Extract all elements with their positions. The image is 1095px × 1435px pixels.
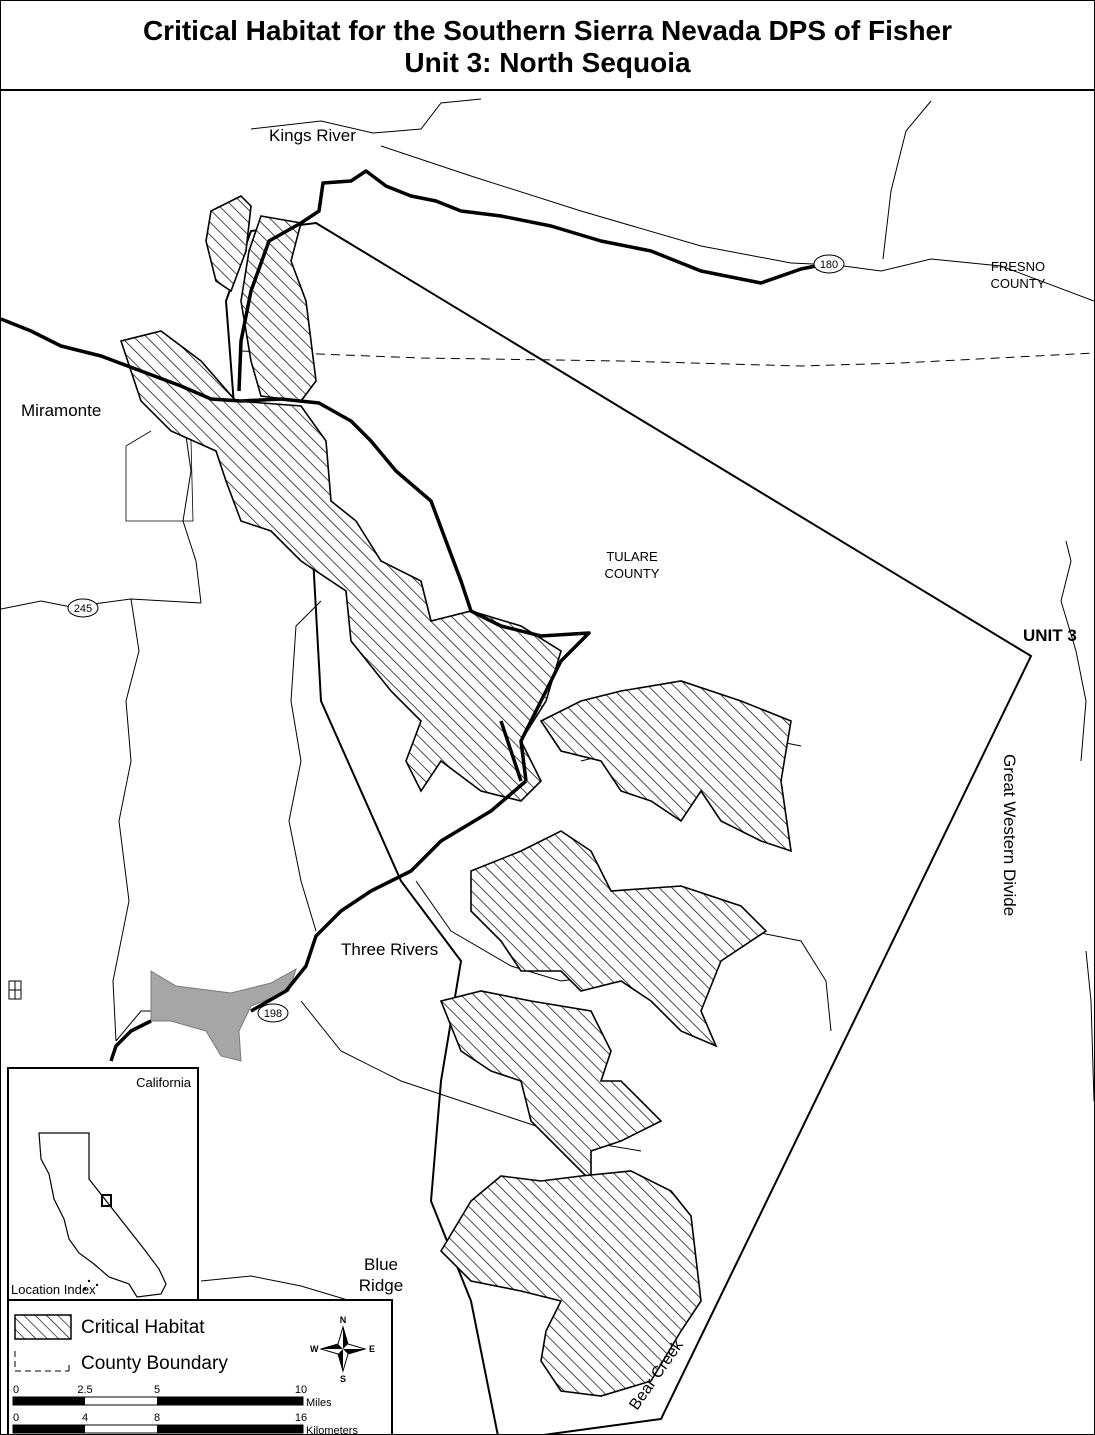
svg-text:Kilometers: Kilometers	[306, 1425, 358, 1435]
dashed-line-icon	[14, 1351, 70, 1372]
svg-text:245: 245	[74, 603, 92, 615]
svg-text:198: 198	[264, 1008, 282, 1020]
svg-text:Miles: Miles	[306, 1397, 332, 1409]
label-blue-ridge-2: Ridge	[359, 1276, 403, 1295]
svg-text:5: 5	[154, 1384, 160, 1396]
highway-shield-198: 198	[257, 1003, 289, 1023]
highway-shield-180: 180	[813, 254, 845, 274]
svg-text:N: N	[340, 1315, 347, 1325]
map-title: Critical Habitat for the Southern Sierra…	[142, 15, 953, 46]
svg-text:10: 10	[295, 1384, 307, 1396]
label-tulare-county-2: COUNTY	[605, 566, 660, 581]
label-blue-ridge-1: Blue	[364, 1255, 398, 1274]
inset-caption: Location Index	[11, 1282, 96, 1297]
label-unit-3: UNIT 3	[1023, 626, 1077, 645]
highway-shield-245: 245	[67, 598, 99, 618]
label-kings-river: Kings River	[269, 126, 356, 145]
thick-rivers	[1, 169, 822, 1062]
label-tulare-county-1: TULARE	[606, 549, 658, 564]
hatch-swatch-icon	[14, 1314, 72, 1340]
label-three-rivers: Three Rivers	[341, 940, 438, 959]
location-index-inset: California Location Index	[7, 1067, 199, 1301]
legend-county-boundary-label: County Boundary	[81, 1353, 228, 1374]
reservoir	[150, 967, 297, 1062]
label-great-western-divide: Great Western Divide	[1000, 754, 1019, 916]
miles-scale-bar: 0 2.5 5 10 Miles	[12, 1384, 332, 1409]
california-outline-map	[38, 1132, 167, 1298]
svg-text:S: S	[340, 1374, 346, 1384]
map-edge-mark	[8, 980, 22, 1000]
critical-habitat-areas	[119, 195, 792, 1397]
legend-graphics: N S E W 0 2.5 5 10 Miles 0	[12, 1314, 375, 1435]
legend-critical-habitat-label: Critical Habitat	[81, 1317, 205, 1338]
svg-text:0: 0	[13, 1384, 19, 1396]
svg-text:E: E	[369, 1344, 375, 1354]
svg-text:2.5: 2.5	[77, 1384, 92, 1396]
svg-text:16: 16	[295, 1412, 307, 1424]
svg-text:4: 4	[82, 1412, 88, 1424]
label-miramonte: Miramonte	[21, 401, 101, 420]
label-fresno-county-2: COUNTY	[991, 276, 1046, 291]
svg-text:0: 0	[13, 1412, 19, 1424]
compass-rose-icon: N S E W	[310, 1315, 375, 1384]
map-subtitle: Unit 3: North Sequoia	[404, 47, 691, 78]
svg-text:8: 8	[154, 1412, 160, 1424]
kilometers-scale-bar: 0 4 8 16 Kilometers	[12, 1412, 358, 1435]
legend-box: N S E W 0 2.5 5 10 Miles 0	[7, 1299, 393, 1435]
svg-text:W: W	[310, 1344, 319, 1354]
location-marker	[101, 1194, 112, 1207]
title-box: Critical Habitat for the Southern Sierra…	[1, 1, 1094, 91]
unit-3-boundary	[224, 221, 1033, 1434]
county-boundary	[240, 350, 1094, 367]
svg-text:180: 180	[820, 259, 838, 271]
map-canvas: 180 245 198 Kings River FRESNO COUNTY TU…	[1, 98, 1094, 1434]
inset-title: California	[136, 1075, 191, 1090]
label-fresno-county-1: FRESNO	[991, 259, 1045, 274]
